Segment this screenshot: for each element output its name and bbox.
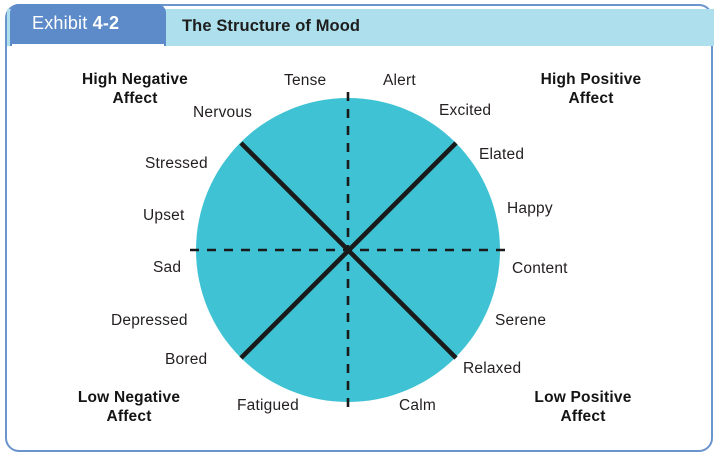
quadrant-label-low-positive-line1: Low Positive — [534, 389, 632, 406]
mood-label-excited: Excited — [439, 102, 492, 119]
mood-label-serene: Serene — [495, 312, 547, 329]
quadrant-label-low-negative-line1: Low Negative — [77, 389, 181, 406]
exhibit-tab-prefix: Exhibit — [32, 13, 93, 33]
mood-label-upset: Upset — [143, 207, 185, 224]
quadrant-label-low-positive-affect: Low Positive Affect — [503, 388, 663, 427]
page-title: The Structure of Mood — [182, 17, 361, 35]
quadrant-label-high-negative-line1: High Negative — [82, 71, 188, 88]
mood-label-sad: Sad — [153, 259, 182, 276]
mood-label-elated: Elated — [479, 146, 525, 163]
mood-label-tense: Tense — [284, 72, 327, 89]
quadrant-label-low-negative-line2: Affect — [106, 408, 152, 426]
mood-label-fatigued: Fatigued — [237, 397, 299, 414]
mood-label-content: Content — [512, 260, 568, 277]
exhibit-tab-label: Exhibit 4-2 — [32, 13, 119, 34]
panel-border — [5, 4, 713, 452]
quadrant-label-high-positive-line1: High Positive — [540, 71, 642, 88]
mood-circumplex-diagram: Tense Alert Nervous Excited Stressed Ela… — [7, 48, 713, 452]
mood-label-nervous: Nervous — [193, 104, 253, 121]
mood-label-relaxed: Relaxed — [463, 360, 522, 377]
mood-label-depressed: Depressed — [111, 312, 188, 329]
quadrant-label-low-negative-affect: Low Negative Affect — [49, 388, 209, 427]
mood-label-stressed: Stressed — [145, 155, 208, 172]
tab-foot — [12, 44, 164, 49]
mood-label-bored: Bored — [165, 351, 208, 368]
mood-label-alert: Alert — [383, 72, 416, 89]
exhibit-tab[interactable] — [10, 4, 166, 46]
quadrant-label-high-positive-line2: Affect — [568, 90, 614, 108]
mood-label-calm: Calm — [399, 397, 436, 414]
quadrant-label-high-negative-affect: High Negative Affect — [55, 70, 215, 109]
quadrant-label-high-negative-line2: Affect — [112, 90, 158, 108]
mood-circle-svg — [190, 92, 506, 408]
mood-label-happy: Happy — [507, 200, 553, 217]
exhibit-tab-number: 4-2 — [92, 13, 120, 33]
diagonal-axis-ne-sw — [239, 141, 458, 360]
quadrant-label-high-positive-affect: High Positive Affect — [511, 70, 671, 109]
quadrant-label-low-positive-line2: Affect — [560, 408, 606, 426]
